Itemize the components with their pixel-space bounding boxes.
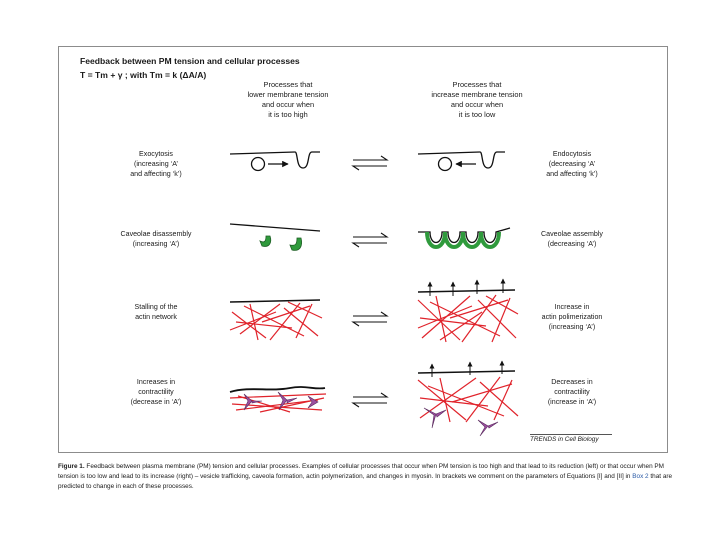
caveolae-disassembly-illustration — [229, 223, 321, 251]
exocytosis-illustration — [229, 151, 320, 172]
figure-equation: T = Tm + γ ; with Tm = k (ΔA/A) — [80, 70, 207, 80]
contractility-decrease-illustration — [417, 360, 519, 437]
column-header-right-line: and occur when — [450, 100, 504, 109]
column-header-left: Processes that lower membrane tension an… — [223, 80, 353, 120]
column-header-left-line: it is too high — [268, 110, 308, 119]
credit-rule — [530, 434, 612, 435]
equilibrium-arrows-icon — [351, 311, 389, 327]
row-label-exocytosis: Exocytosis(increasing ‘A’and affecting ‘… — [130, 150, 182, 178]
column-header-left-line: Processes that — [263, 80, 313, 89]
endocytosis-illustration — [417, 151, 505, 172]
column-header-left-line: and occur when — [261, 100, 315, 109]
caveolae-assembly-illustration — [418, 227, 511, 249]
equilibrium-arrows-icon — [351, 392, 389, 408]
row-label-endocytosis: Endocytosis(decreasing ‘A’and affecting … — [546, 150, 598, 178]
figure-panel — [58, 46, 668, 453]
actin-polymerization-illustration — [417, 278, 519, 343]
column-header-right-line: it is too low — [458, 110, 496, 119]
column-header-right-line: increase membrane tension — [431, 90, 523, 99]
contractility-increase-illustration — [229, 386, 327, 413]
figure-title: Feedback between PM tension and cellular… — [80, 56, 300, 66]
column-header-right: Processes that increase membrane tension… — [412, 80, 542, 120]
equilibrium-arrows-icon — [351, 232, 389, 248]
actin-network-stalled-illustration — [229, 299, 323, 341]
row-label-caveolae-assembly: Caveolae assembly(decreasing ‘A’) — [541, 230, 603, 248]
figure-credit: TRENDS in Cell Biology — [530, 436, 599, 443]
caption-text: Feedback between plasma membrane (PM) te… — [58, 463, 664, 480]
caption-text-end: that are predicted to change in each of … — [58, 473, 673, 490]
figure-caption: Figure 1. Feedback between plasma membra… — [58, 462, 678, 492]
caption-box-link[interactable]: Box 2 — [632, 473, 649, 480]
caption-label: Figure 1. — [58, 463, 85, 470]
column-header-right-line: Processes that — [452, 80, 502, 89]
equilibrium-arrows-icon — [351, 155, 389, 171]
column-header-left-line: lower membrane tension — [247, 90, 329, 99]
row-label-caveolae-disassembly: Caveolae disassembly(increasing ‘A’) — [120, 230, 192, 248]
